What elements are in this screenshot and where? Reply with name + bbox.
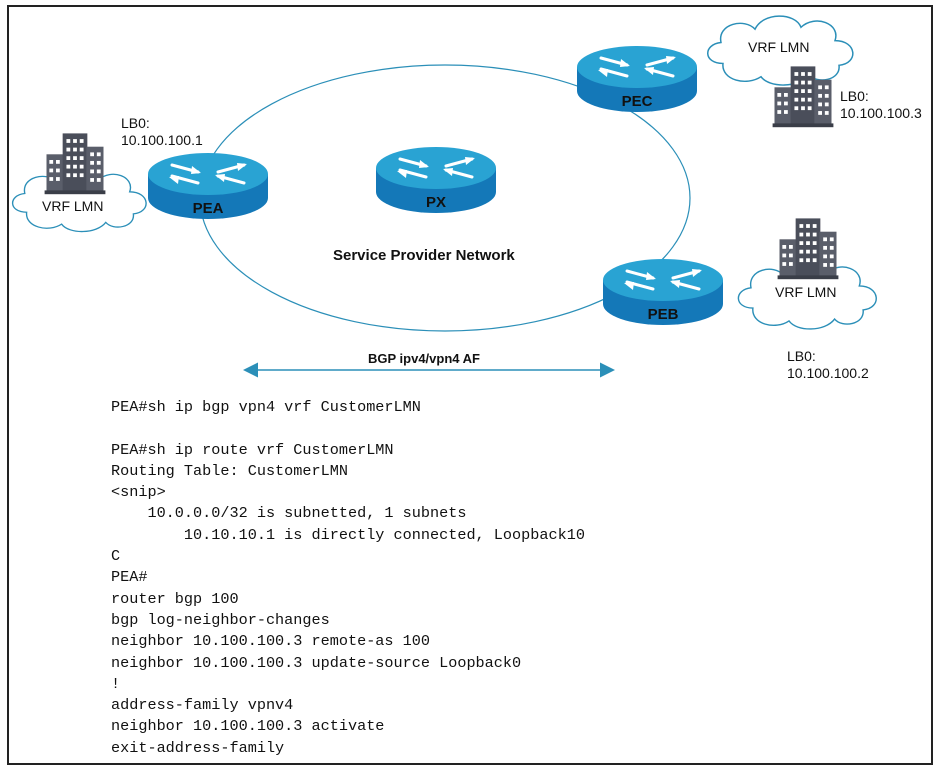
cli-line: 10.10.10.1 is directly connected, Loopba… [111, 525, 585, 544]
cli-line: neighbor 10.100.100.3 remote-as 100 [111, 632, 430, 651]
cli-line: address-family vpnv4 [111, 696, 294, 715]
cli-line: neighbor 10.100.100.3 update-source Loop… [111, 653, 522, 672]
building-icon [44, 133, 106, 195]
cli-line: PEA#sh ip bgp vpn4 vrf CustomerLMN [111, 398, 421, 416]
router-label-pec: PEC [622, 93, 653, 110]
cli-line: PEA# [111, 568, 148, 587]
vrf-label-peb: VRF LMN [775, 284, 837, 300]
building-icon [777, 218, 839, 280]
network-label: Service Provider Network [333, 247, 515, 264]
cli-line: C [111, 547, 121, 566]
cli-line: ! [111, 674, 121, 693]
lb0-ip-peb: 10.100.100.2 [787, 365, 869, 381]
figure-frame [7, 5, 933, 765]
router-label-pea: PEA [193, 200, 224, 217]
network-diagram: PEA PX PEC PEB [11, 15, 877, 378]
vrf-label-pec: VRF LMN [748, 39, 810, 55]
cli-line: <snip> [111, 483, 166, 502]
cli-line: neighbor 10.100.100.3 activate [111, 717, 385, 736]
cli-line: router bgp 100 [111, 589, 239, 608]
vrf-label-pea: VRF LMN [42, 198, 104, 214]
lb0-title-pea: LB0: [121, 115, 150, 131]
lb0-ip-pec: 10.100.100.3 [840, 105, 922, 121]
cli-line: Routing Table: CustomerLMN [111, 461, 348, 480]
cli-line: exit-address-family [111, 738, 285, 757]
lb0-title-pec: LB0: [840, 88, 869, 104]
bgp-session-label: BGP ipv4/vpn4 AF [368, 351, 480, 366]
cli-line [111, 418, 585, 439]
lb0-title-peb: LB0: [787, 348, 816, 364]
router-label-px: PX [426, 194, 446, 211]
cli-line: 10.0.0.0/32 is subnetted, 1 subnets [111, 504, 467, 523]
lb0-ip-pea: 10.100.100.1 [121, 132, 203, 148]
router-label-peb: PEB [648, 306, 679, 323]
cli-line: bgp log-neighbor-changes [111, 610, 330, 629]
cli-output: PEA#sh ip bgp vpn4 vrf CustomerLMN PEA#s… [111, 397, 585, 759]
cli-line: PEA#sh ip route vrf CustomerLMN [111, 440, 394, 459]
